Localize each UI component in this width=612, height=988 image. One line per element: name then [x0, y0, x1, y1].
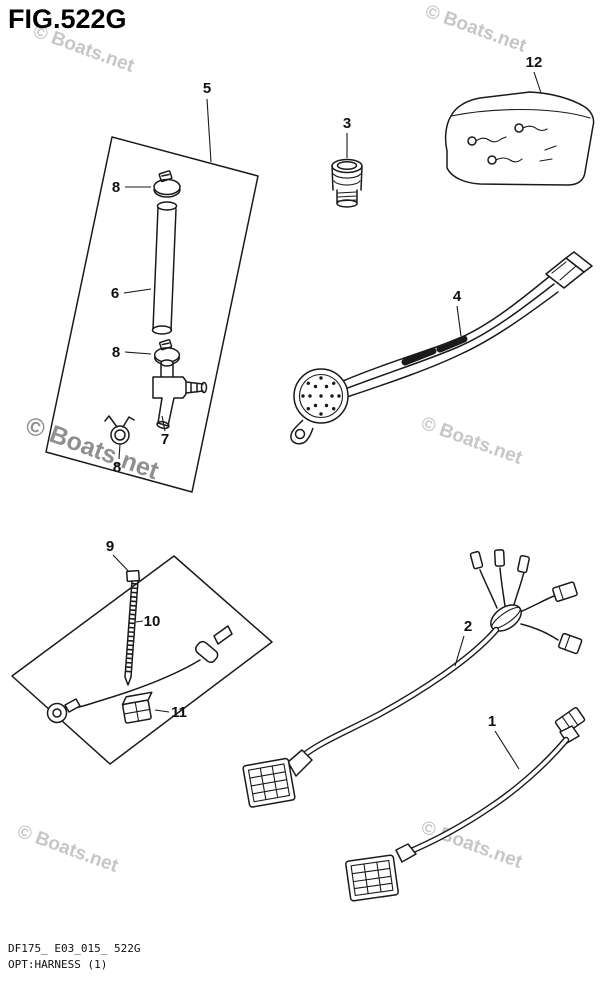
part7-joint: 7	[152, 359, 208, 448]
ring-terminal	[46, 702, 68, 724]
leader-line-12	[533, 71, 542, 94]
part12-hardware-bag: 12	[444, 54, 595, 186]
leader-line-1	[494, 730, 520, 770]
part10-cable-tie: 10	[124, 569, 161, 686]
callout-11: 11	[171, 704, 187, 721]
leader-line-7	[161, 415, 166, 432]
part8-hose-clamp-top: 8	[112, 169, 181, 198]
leader-line-11	[154, 709, 170, 713]
callout-3: 3	[343, 115, 351, 132]
callout-4: 4	[453, 288, 462, 305]
leader-line-8b	[124, 351, 152, 355]
callout-1: 1	[488, 713, 496, 730]
watermark-text: © Boats.net	[422, 1, 529, 57]
wire-sleeve	[436, 335, 468, 353]
part8-hose-clamp-mid: 8	[112, 338, 181, 366]
watermark-text: © Boats.net	[22, 411, 163, 485]
part2-harness: 2	[242, 549, 583, 808]
callout-8c: 8	[113, 459, 121, 476]
callout-6: 6	[111, 285, 119, 302]
callout-9: 9	[106, 538, 114, 555]
leader-line-4	[456, 305, 462, 337]
callout-10: 10	[144, 613, 161, 630]
footer-caption: OPT:HARNESS (1)	[8, 958, 107, 971]
leader-line-10	[135, 620, 144, 623]
part1-harness: 1	[345, 706, 586, 902]
part5-box-outline	[45, 136, 259, 493]
callout-7: 7	[161, 431, 169, 448]
watermark-text: © Boats.net	[14, 821, 121, 877]
callout-8a: 8	[112, 179, 120, 196]
part3-plug: 3	[331, 115, 363, 208]
wire-sleeve	[401, 347, 437, 366]
part9-group-box: 9	[11, 538, 273, 765]
callout-12: 12	[526, 54, 543, 71]
leader-line-6	[123, 288, 152, 294]
sensor-dots	[301, 376, 341, 416]
part11-connector: 11	[121, 691, 187, 724]
part1-connector	[345, 854, 399, 902]
leader-line-2	[454, 635, 465, 667]
part2-connector	[242, 757, 296, 808]
part8-spring-clip: 8	[104, 415, 135, 476]
callout-5: 5	[203, 80, 211, 97]
part-earth-lead	[46, 625, 233, 724]
leader-line-5	[206, 98, 212, 163]
part5-group-box: 5	[45, 80, 259, 493]
watermark-text: © Boats.net	[418, 817, 525, 873]
callout-8b: 8	[112, 344, 120, 361]
watermark-text: © Boats.net	[418, 413, 525, 469]
figure-title: FIG.522G	[8, 4, 127, 34]
part9-box-outline	[11, 555, 273, 765]
leader-line-8c	[118, 443, 121, 460]
callout-2: 2	[464, 618, 472, 635]
part6-tube: 6	[111, 201, 178, 335]
footer-code: DF175_ E03_015_ 522G	[8, 942, 140, 955]
part4-sensor-harness: 4	[290, 251, 593, 445]
